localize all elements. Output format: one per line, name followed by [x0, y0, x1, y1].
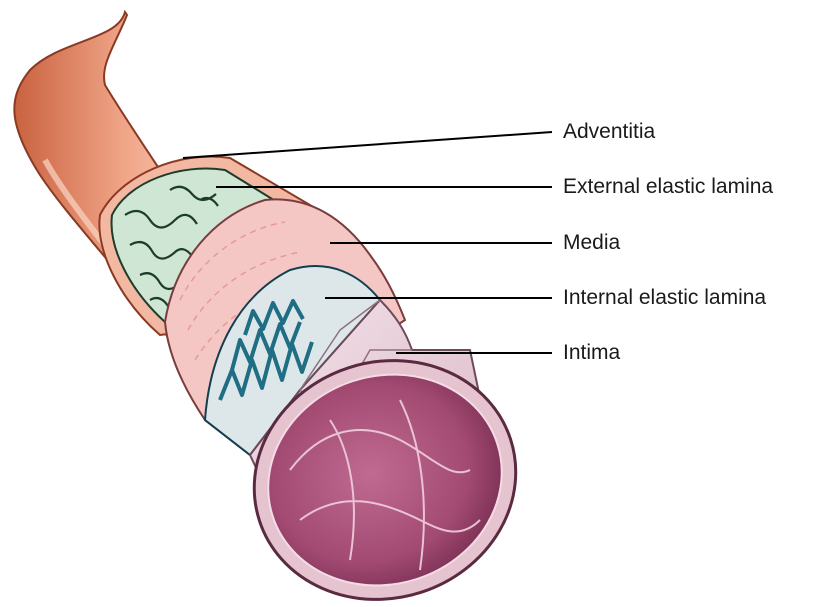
- label-external-elastic-lamina: External elastic lamina: [563, 176, 773, 197]
- label-intima: Intima: [563, 342, 620, 363]
- label-adventitia: Adventitia: [563, 121, 655, 142]
- leader-adventitia: [183, 132, 552, 158]
- label-media: Media: [563, 232, 620, 253]
- label-internal-elastic-lamina: Internal elastic lamina: [563, 287, 766, 308]
